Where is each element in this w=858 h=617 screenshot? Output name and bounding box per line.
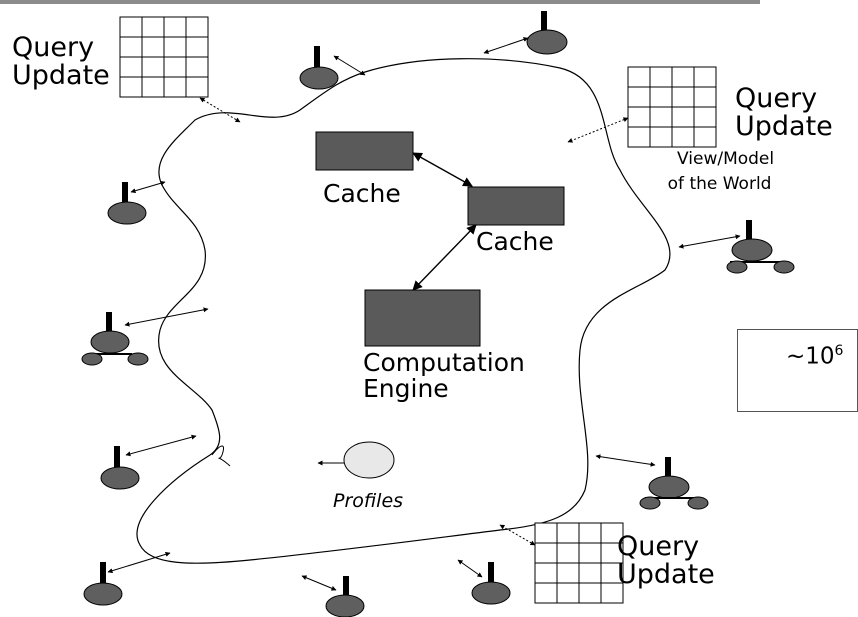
mobile-node-left-2 [81,312,149,366]
legend-count-label: ~106 [786,344,843,369]
client-node-left-1 [107,182,147,225]
cache-label-1: Cache [323,179,401,208]
query-text: Query [735,83,818,114]
computation-text: Computation [363,348,525,377]
link-left-2 [124,307,209,327]
query-text: Query [617,531,700,562]
link-upper-left [333,55,366,76]
data-grid-top-left [119,16,209,98]
cache-label-2: Cache [476,227,554,256]
mobile-node-right [726,220,795,274]
legend-count-base: ~10 [786,343,835,370]
data-grid-top-right [627,66,717,148]
view-model-label: View/Model of the World [668,147,775,196]
computation-engine-box [364,289,481,347]
client-node-upper-left [299,46,339,90]
engine-text: Engine [363,374,449,404]
mobile-node-lower-right [639,457,709,510]
grid-connector-tr [567,117,629,143]
client-node-top [526,11,568,55]
link-right [678,234,741,249]
link-left-1 [130,180,166,194]
client-node-left-3 [100,446,140,490]
data-grid-bottom-right [534,522,624,604]
profiles-ellipse [343,441,395,479]
update-text: Update [617,559,715,591]
client-node-bottom-1 [83,562,123,606]
legend-box [737,329,858,412]
legend-count-exponent: 6 [834,343,844,359]
query-label-bottom-right: Query Update [617,531,715,591]
query-text: Query [12,32,95,63]
grid-connector-br [499,524,536,546]
cache-box-2 [467,186,565,226]
computation-engine-label: Computation Engine [363,348,525,404]
client-node-bottom-2 [325,576,365,617]
cache-box-1 [315,131,414,171]
link-bottom-1 [107,551,171,574]
client-node-bottom-3 [471,562,511,605]
query-label-top-right: Query Update [735,83,833,143]
boundary-loop [211,445,231,467]
query-label-top-left: Query Update [12,32,110,92]
link-bottom-2 [301,575,337,591]
update-text: Update [735,111,833,143]
link-bottom-3 [457,559,483,578]
arrow-cache1-cache2 [412,152,473,187]
update-text: Update [12,60,110,92]
view-model-line-1: View/Model [677,149,775,169]
view-model-line-2: of the World [667,173,772,194]
link-top [483,37,529,54]
top-divider [0,0,760,4]
profiles-label: Profiles [333,490,404,512]
grid-connector-tl [199,97,241,123]
arrow-cache2-engine [412,224,477,291]
link-lower-right [595,454,656,467]
link-left-3 [125,434,197,457]
